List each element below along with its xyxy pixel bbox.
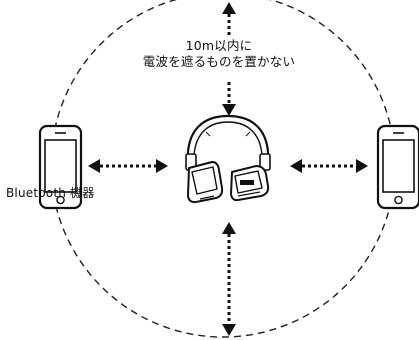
right-arrow-icon [290,159,368,173]
left-arrow-icon [88,159,168,173]
range-caption-line2: 電波を遮るものを置かない [142,54,296,69]
right-smartphone-icon [376,124,419,210]
device-caption: Bluetooth 機器 [6,186,95,200]
range-caption: 10m以内に 電波を遮るものを置かない [124,38,314,70]
top-arrow-icon [222,2,236,116]
bottom-arrow-icon [222,222,236,336]
range-caption-line1: 10m以内に [185,38,253,53]
headphones-icon [185,114,271,204]
left-smartphone-icon [38,124,83,210]
